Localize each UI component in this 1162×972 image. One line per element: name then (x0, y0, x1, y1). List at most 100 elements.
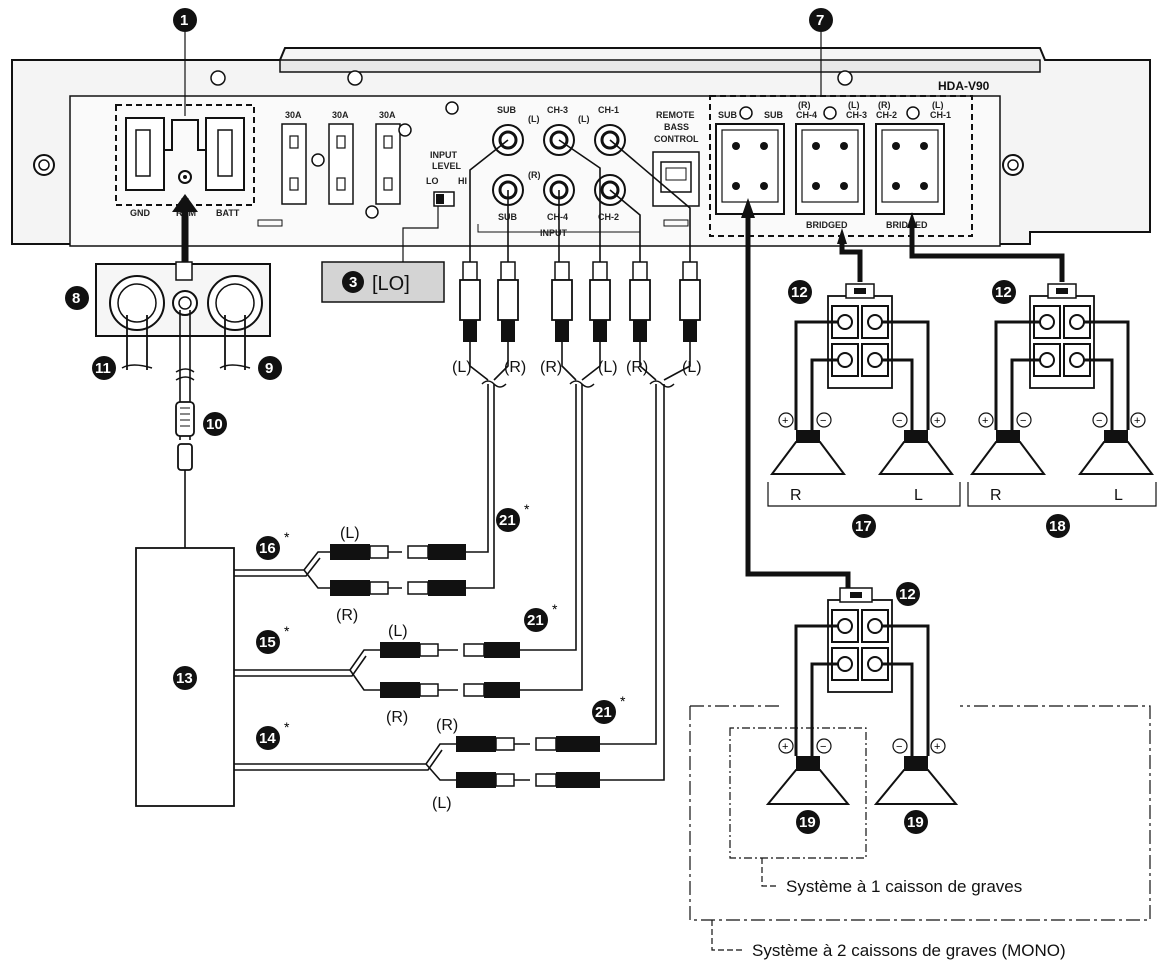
spk-term-label: CH-4 (796, 110, 817, 120)
spk-term-label: (R) (878, 100, 891, 110)
rca-top-label: SUB (497, 105, 517, 115)
input-level-title-1: INPUT (430, 150, 458, 160)
spk-term-label: (R) (798, 100, 811, 110)
svg-text:*: * (284, 719, 290, 735)
callout-12: 12 (788, 280, 812, 304)
power-connector (95, 194, 271, 440)
fuse-rating: 30A (379, 110, 396, 120)
callout-13: 13 (173, 666, 197, 690)
callout-18: 18 (1046, 514, 1070, 538)
svg-text:16: 16 (259, 540, 276, 557)
svg-text:8: 8 (72, 290, 80, 307)
spk-term-label: SUB (764, 110, 784, 120)
cable-label: (R) (436, 717, 458, 734)
speaker-side-label: R (990, 487, 1002, 504)
rca-plug (551, 261, 573, 342)
callout-19: 19 (796, 810, 820, 834)
subwoofer-cone (873, 756, 959, 805)
spk-term-label: CH-1 (930, 110, 951, 120)
bridged-label: BRIDGED (806, 220, 848, 230)
cable-label: (L) (340, 525, 360, 542)
callout-14: 14* (256, 719, 290, 750)
rca-plug-label: (L) (598, 359, 618, 376)
mount-screw (1002, 154, 1024, 176)
rca-plug (679, 261, 701, 342)
svg-text:9: 9 (265, 360, 273, 377)
input-caption: INPUT (540, 228, 568, 238)
plus-mark: + (934, 741, 940, 753)
rca-bottom-label: CH-4 (547, 212, 568, 222)
rca-plug (459, 261, 481, 342)
svg-text:*: * (552, 601, 558, 617)
svg-text:*: * (284, 529, 290, 545)
input-level-title-2: LEVEL (432, 161, 462, 171)
terminal-socket (1033, 343, 1061, 377)
subwoofer-group: + − − + (765, 587, 959, 805)
input-level-setting: [LO] (372, 273, 410, 295)
svg-text:10: 10 (206, 416, 223, 433)
rca-side-mark: (L) (578, 114, 590, 124)
callout-7: 7 (809, 8, 833, 96)
callout-21: 21 * (496, 501, 530, 532)
fuse-rating: 30A (285, 110, 302, 120)
callout-12: 12 (992, 280, 1016, 304)
svg-text:7: 7 (816, 12, 824, 29)
svg-text:12: 12 (995, 284, 1012, 301)
input-level-setting-box: 3 [LO] (321, 261, 445, 303)
rca-plug-label: (L) (452, 359, 472, 376)
svg-text:*: * (524, 501, 530, 517)
rca-plug-label: (R) (540, 359, 562, 376)
speaker-cone (878, 430, 954, 475)
plus-mark: + (982, 415, 988, 427)
speaker-terminal (795, 123, 865, 215)
callout-21: 21* (592, 693, 626, 724)
callout-16: 16 * (256, 529, 290, 560)
cable-label: (R) (336, 607, 358, 624)
callout-8: 8 (65, 286, 89, 310)
minus-mark: − (1020, 415, 1026, 427)
svg-text:19: 19 (907, 814, 924, 831)
one-sub-system-label: Système à 1 caisson de graves (786, 877, 1022, 896)
svg-text:18: 18 (1049, 518, 1066, 535)
svg-text:*: * (620, 693, 626, 709)
speaker-side-label: R (790, 487, 802, 504)
rca-side-mark: (R) (528, 170, 541, 180)
mount-screw (210, 70, 226, 86)
spk-term-label: CH-3 (846, 110, 867, 120)
speaker-group-front: + − − + R L (767, 283, 961, 507)
fuse (328, 123, 354, 205)
plus-mark: + (1134, 415, 1140, 427)
svg-text:21: 21 (499, 512, 516, 529)
svg-text:3: 3 (349, 274, 357, 291)
rca-plug-label: (L) (682, 359, 702, 376)
minus-mark: − (1096, 415, 1102, 427)
subwoofer-cone (765, 756, 851, 805)
rca-plug (497, 261, 519, 342)
batt-label: BATT (216, 208, 240, 218)
spk-term-label: (L) (848, 100, 860, 110)
fuses: 30A 30A 30A (281, 101, 459, 219)
rca-plug (629, 261, 651, 342)
callouts: 1 7 8 11 9 10 3 [LO] 12 12 12 17 18 19 1… (65, 8, 1070, 834)
fuse (375, 123, 401, 205)
plus-mark: + (782, 415, 788, 427)
rca-top-label: CH-1 (598, 105, 619, 115)
spk-term-label: (L) (932, 100, 944, 110)
svg-text:1: 1 (180, 12, 188, 29)
svg-text:12: 12 (899, 586, 916, 603)
minus-mark: − (820, 741, 826, 753)
minus-mark: − (820, 415, 826, 427)
rca-top-label: CH-3 (547, 105, 568, 115)
speaker-side-label: L (1114, 487, 1123, 504)
mount-screw (33, 154, 55, 176)
svg-text:21: 21 (527, 612, 544, 629)
gnd-label: GND (130, 208, 151, 218)
input-level-switch: INPUT LEVEL LO HI (402, 150, 467, 262)
cable-label: (L) (388, 623, 408, 640)
rca-cables (234, 139, 691, 781)
rca-plug (589, 261, 611, 342)
model-label: HDA-V90 (938, 79, 990, 93)
input-level-lo: LO (426, 176, 439, 186)
callout-15: 15* (256, 623, 290, 654)
callout-9: 9 (258, 356, 282, 380)
